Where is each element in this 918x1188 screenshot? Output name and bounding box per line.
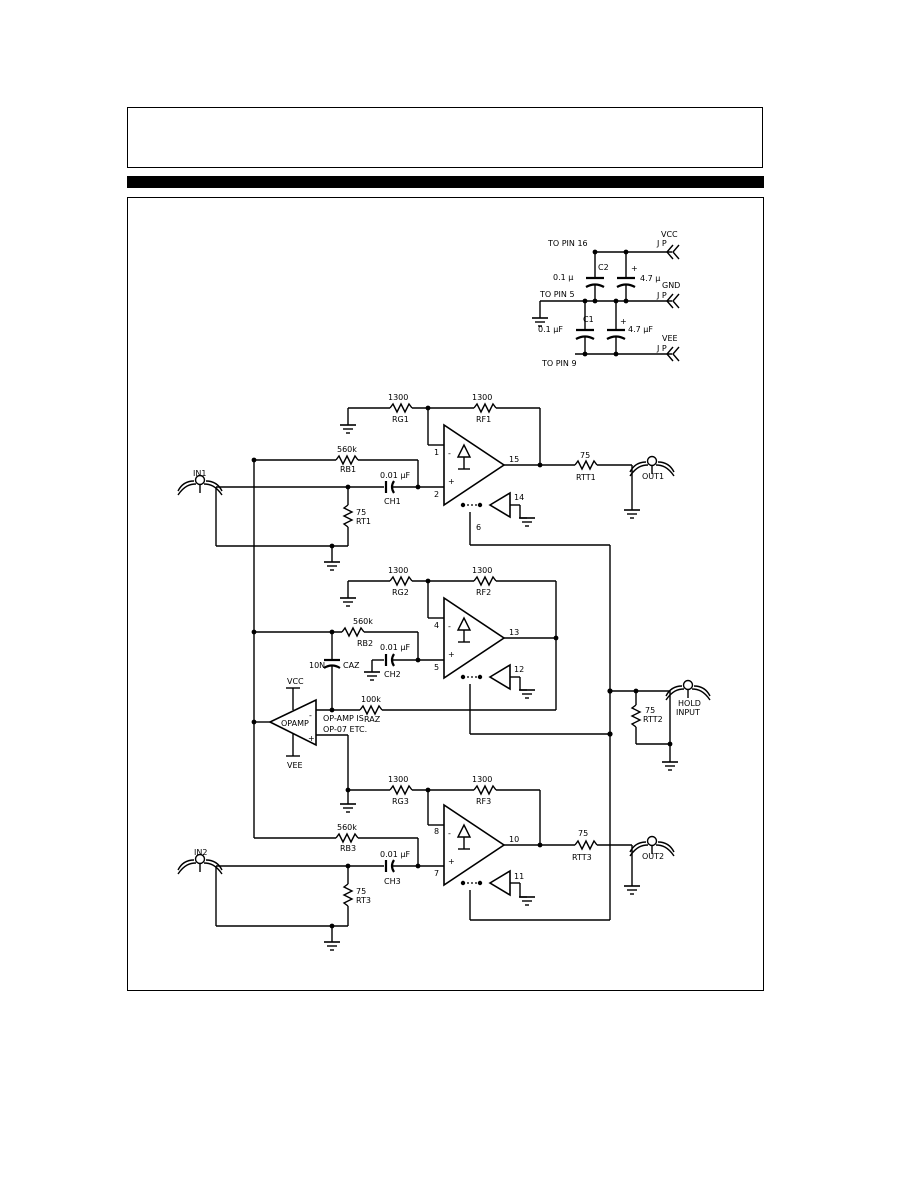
label-c1-value: 0.1 µF xyxy=(538,325,563,334)
label-out2: OUT2 xyxy=(642,852,664,861)
power-bypass-network xyxy=(531,244,680,362)
label-ch3: CH3 xyxy=(384,877,401,886)
label-opamp-minus: - xyxy=(309,711,312,720)
label-rtt3-value: 75 xyxy=(578,829,588,838)
label-opamp-note-2: OP-07 ETC. xyxy=(323,725,367,734)
label-ch2-value: 0.01 µF xyxy=(380,643,410,652)
label-rtt1: RTT1 xyxy=(576,473,596,482)
label-pin-15: 15 xyxy=(509,455,519,464)
label-plus-2: + xyxy=(448,650,455,659)
label-rg1-value: 1300 xyxy=(388,393,408,402)
label-vee-top: VEE xyxy=(662,334,678,343)
label-c1: C1 xyxy=(583,315,594,324)
label-47u-bottom: 4.7 µF xyxy=(628,325,653,334)
label-minus-2: - xyxy=(448,622,451,631)
label-in2: IN2 xyxy=(194,848,207,857)
label-rtt2-value: 75 xyxy=(645,706,655,715)
label-rtt3: RTT3 xyxy=(572,853,592,862)
label-vcc-top: VCC xyxy=(661,230,678,239)
label-gnd-top: GND xyxy=(662,281,680,290)
label-rb3-value: 560k xyxy=(337,823,357,832)
label-plus-1: + xyxy=(448,477,455,486)
label-ch2: CH2 xyxy=(384,670,401,679)
label-rb2-value: 560k xyxy=(353,617,373,626)
label-pin-8: 8 xyxy=(434,827,439,836)
label-47u-top: 4.7 µ xyxy=(640,274,660,283)
label-ch1-value: 0.01 µF xyxy=(380,471,410,480)
label-c2: C2 xyxy=(598,263,609,272)
label-opamp-plus: + xyxy=(308,734,315,743)
label-pin-14: 14 xyxy=(514,493,524,502)
label-rtt2: RTT2 xyxy=(643,715,663,724)
label-caz: CAZ xyxy=(343,661,360,670)
label-to-pin-9: TO PIN 9 xyxy=(541,359,577,368)
label-hold: HOLD xyxy=(678,699,701,708)
label-out1: OUT1 xyxy=(642,472,664,481)
label-ch3-value: 0.01 µF xyxy=(380,850,410,859)
label-caz-value: 10N xyxy=(309,661,325,670)
title-bar xyxy=(127,176,764,188)
label-to-pin-5: TO PIN 5 xyxy=(539,290,575,299)
label-jp-vcc: J P xyxy=(656,239,667,248)
hold-input-connector-icon xyxy=(665,679,711,701)
label-in1: IN1 xyxy=(193,469,206,478)
schematic-frame xyxy=(127,197,764,991)
label-raz-value: 100k xyxy=(361,695,381,704)
label-rt3: RT3 xyxy=(356,896,371,905)
label-rg2-value: 1300 xyxy=(388,566,408,575)
channel-3 xyxy=(177,785,675,951)
label-rb1-value: 560k xyxy=(337,445,357,454)
label-jp-gnd: J P xyxy=(656,291,667,300)
label-raz: RAZ xyxy=(364,715,381,724)
label-rg3: RG3 xyxy=(392,797,409,806)
label-polarity-bottom: + xyxy=(620,317,627,326)
label-rf1-value: 1300 xyxy=(472,393,492,402)
channel-1 xyxy=(177,403,675,571)
label-rt1-value: 75 xyxy=(356,508,366,517)
label-to-pin-16: TO PIN 16 xyxy=(547,239,588,248)
label-opamp: OPAMP xyxy=(281,719,309,728)
label-pin-10: 10 xyxy=(509,835,519,844)
label-rb3: RB3 xyxy=(340,844,356,853)
label-hold-input: INPUT xyxy=(676,708,700,717)
label-rt3-value: 75 xyxy=(356,887,366,896)
label-rf3: RF3 xyxy=(476,797,491,806)
label-rt1: RT1 xyxy=(356,517,371,526)
header-box xyxy=(127,107,763,168)
label-pin-11: 11 xyxy=(514,872,524,881)
label-pin-12: 12 xyxy=(514,665,524,674)
label-rf3-value: 1300 xyxy=(472,775,492,784)
label-rtt1-value: 75 xyxy=(580,451,590,460)
label-ch1: CH1 xyxy=(384,497,401,506)
label-opamp-note-1: OP-AMP IS xyxy=(323,714,364,723)
label-polarity-top: + xyxy=(631,264,638,273)
label-rb1: RB1 xyxy=(340,465,356,474)
label-pin-1: 1 xyxy=(434,448,439,457)
label-opamp-vcc: VCC xyxy=(287,677,304,686)
label-pin-2: 2 xyxy=(434,490,439,499)
label-rg2: RG2 xyxy=(392,588,409,597)
label-jp-vee: J P xyxy=(656,344,667,353)
label-rg1: RG1 xyxy=(392,415,409,424)
label-pin-4: 4 xyxy=(434,621,439,630)
label-rf2-value: 1300 xyxy=(472,566,492,575)
label-c2-value: 0.1 µ xyxy=(553,273,573,282)
label-minus-3: - xyxy=(448,829,451,838)
label-minus-1: - xyxy=(448,449,451,458)
label-pin-6: 6 xyxy=(476,523,481,532)
label-plus-3: + xyxy=(448,857,455,866)
label-rb2: RB2 xyxy=(357,639,373,648)
channel-2 xyxy=(251,457,711,920)
label-pin-13: 13 xyxy=(509,628,519,637)
label-pin-7: 7 xyxy=(434,869,439,878)
label-rg3-value: 1300 xyxy=(388,775,408,784)
label-opamp-vee: VEE xyxy=(287,761,303,770)
label-rf2: RF2 xyxy=(476,588,491,597)
label-rf1: RF1 xyxy=(476,415,491,424)
label-pin-5: 5 xyxy=(434,663,439,672)
